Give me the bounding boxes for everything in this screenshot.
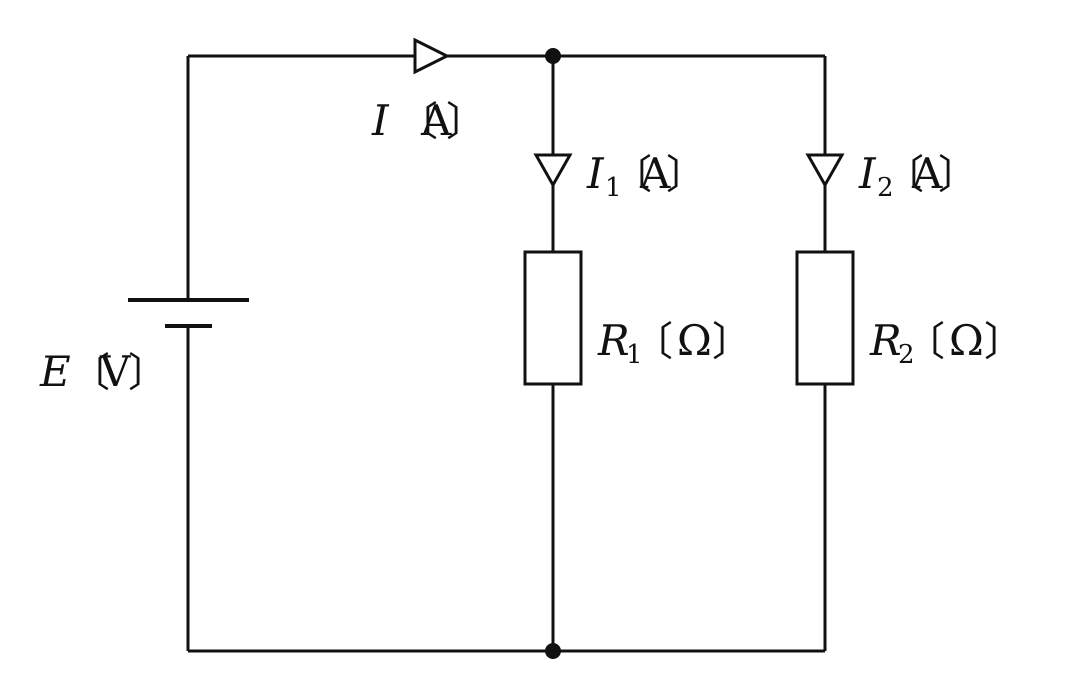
- current-arrow-i: [413, 37, 451, 75]
- svg-text:〕: 〕: [128, 350, 168, 396]
- label-i-unit: A: [420, 96, 452, 145]
- label-i2-subscript: 2: [877, 173, 894, 203]
- svg-text:〕: 〕: [938, 152, 978, 198]
- label-e-symbol: E: [39, 347, 71, 396]
- label-resistor1: R 1 〔 Ω 〕: [597, 316, 752, 370]
- label-i1-symbol: I: [586, 149, 605, 198]
- label-total-current: I 〔 A 〕: [371, 96, 486, 145]
- svg-text:〕: 〕: [984, 319, 1024, 365]
- label-branch1-current: I 1 〔 A 〕: [586, 149, 706, 203]
- label-i1-subscript: 1: [605, 173, 622, 203]
- label-source: E 〔 V 〕: [39, 347, 168, 396]
- svg-text:〔: 〔: [884, 152, 924, 198]
- label-r1-subscript: 1: [626, 340, 643, 370]
- label-r2-subscript: 2: [898, 340, 915, 370]
- label-i1-unit: A: [639, 149, 671, 198]
- svg-text:〕: 〕: [666, 152, 706, 198]
- svg-text:〔: 〔: [905, 319, 945, 365]
- label-branch2-current: I 2 〔 A 〕: [858, 149, 978, 203]
- label-resistor2: R 2 〔 Ω 〕: [869, 316, 1024, 370]
- svg-text:〔: 〔: [398, 99, 438, 145]
- junction-node-bottom: [545, 643, 561, 659]
- svg-text:〕: 〕: [446, 99, 486, 145]
- label-i2-unit: A: [911, 149, 943, 198]
- label-i-symbol: I: [371, 96, 390, 145]
- current-arrow-i1: [533, 153, 573, 189]
- resistor-r1: [523, 250, 583, 386]
- resistor-r2: [795, 250, 855, 386]
- label-r1-unit: Ω: [677, 316, 712, 365]
- svg-text:〕: 〕: [712, 319, 752, 365]
- battery-symbol: [128, 298, 249, 328]
- svg-text:〔: 〔: [612, 152, 652, 198]
- label-r2-unit: Ω: [949, 316, 984, 365]
- label-r1-symbol: R: [597, 316, 630, 365]
- label-r2-symbol: R: [869, 316, 902, 365]
- label-e-unit: V: [99, 347, 131, 396]
- svg-text:〔: 〔: [70, 350, 110, 396]
- junction-node-top: [545, 48, 561, 64]
- label-i2-symbol: I: [858, 149, 877, 198]
- svg-text:〔: 〔: [633, 319, 673, 365]
- current-arrow-i2: [805, 153, 845, 189]
